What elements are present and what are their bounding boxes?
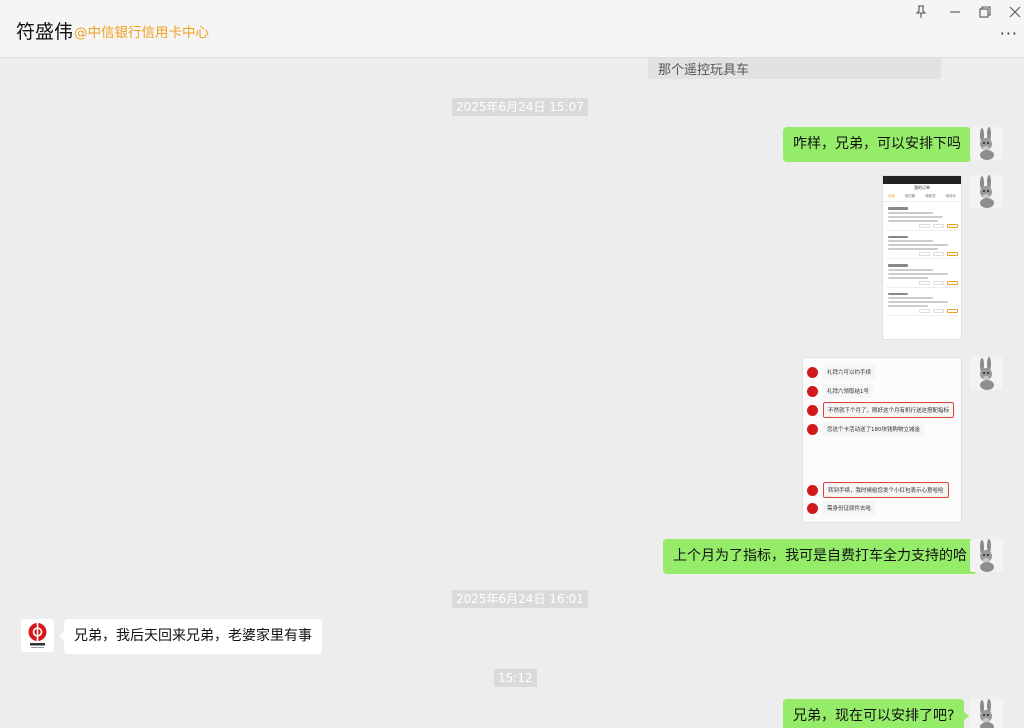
bank-logo-icon xyxy=(807,366,818,378)
my-message-bubble[interactable]: 上个月为了指标，我可是自费打车全力支持的哈 xyxy=(663,539,982,574)
restore-icon[interactable] xyxy=(972,2,998,22)
my-avatar[interactable] xyxy=(970,175,1003,208)
minimize-icon[interactable] xyxy=(942,2,968,22)
screenshot-line: 礼拜六可以约手续 xyxy=(823,365,876,379)
screenshot-tab: 待收货 xyxy=(925,194,936,198)
bank-logo-icon xyxy=(807,502,818,514)
close-icon[interactable] xyxy=(1002,2,1024,22)
chat-message-list[interactable]: 那个遥控玩具车 2025年6月24日 15:07 咋样，兄弟，可以安排下吗 我的… xyxy=(0,58,1024,728)
my-avatar[interactable] xyxy=(970,357,1003,390)
contact-organization: @中信银行信用卡中心 xyxy=(74,25,209,41)
my-avatar[interactable] xyxy=(970,699,1003,728)
screenshot-line: 需身份证原件去哈 xyxy=(823,501,876,515)
contact-avatar-bank-logo[interactable] xyxy=(21,619,54,652)
bank-logo-icon xyxy=(807,385,818,397)
more-icon[interactable]: ··· xyxy=(999,24,1018,43)
timestamp: 2025年6月24日 15:07 xyxy=(452,98,588,116)
order-screenshot-image[interactable]: 我的订单 全部 待付款 待收货 待评价 xyxy=(882,175,962,340)
screenshot-line: 不然就下个月了，刚好这个月有机行送这搭配指标 xyxy=(823,402,955,418)
pin-icon[interactable] xyxy=(908,2,934,22)
chat-header: 符盛伟 @中信银行信用卡中心 ··· xyxy=(0,0,1024,58)
screenshot-tab: 待评价 xyxy=(945,194,957,198)
my-message-bubble[interactable]: 咋样，兄弟，可以安排下吗 xyxy=(783,127,976,162)
screenshot-tab: 全部 xyxy=(887,194,895,198)
screenshot-tab: 待付款 xyxy=(904,194,916,198)
my-message-bubble[interactable]: 兄弟，现在可以安排了吧? xyxy=(783,699,970,728)
screenshot-line: 转到手续，我时候给您发个小红包表示心意哈哈 xyxy=(823,482,949,498)
screenshot-title: 我的订单 xyxy=(914,185,930,190)
timestamp: 2025年6月24日 16:01 xyxy=(452,590,588,608)
timestamp: 15:12 xyxy=(494,669,537,687)
contact-message-bubble[interactable]: 兄弟，我后天回来兄弟，老婆家里有事 xyxy=(59,619,322,654)
contact-name[interactable]: 符盛伟 xyxy=(16,21,74,43)
my-avatar[interactable] xyxy=(970,539,1003,572)
screenshot-line: 您这个卡活动送了180块钱购物立减金 xyxy=(823,422,924,436)
chat-screenshot-image[interactable]: 礼拜六可以约手续 礼拜六领取结1号 不然就下个月了，刚好这个月有机行送这搭配指标… xyxy=(802,357,962,523)
bank-logo-icon xyxy=(807,423,818,435)
bank-logo-icon xyxy=(807,404,818,416)
my-avatar[interactable] xyxy=(970,127,1003,160)
quoted-message[interactable]: 那个遥控玩具车 xyxy=(648,58,941,79)
screenshot-line: 礼拜六领取结1号 xyxy=(823,384,873,398)
bank-logo-icon xyxy=(807,484,818,496)
